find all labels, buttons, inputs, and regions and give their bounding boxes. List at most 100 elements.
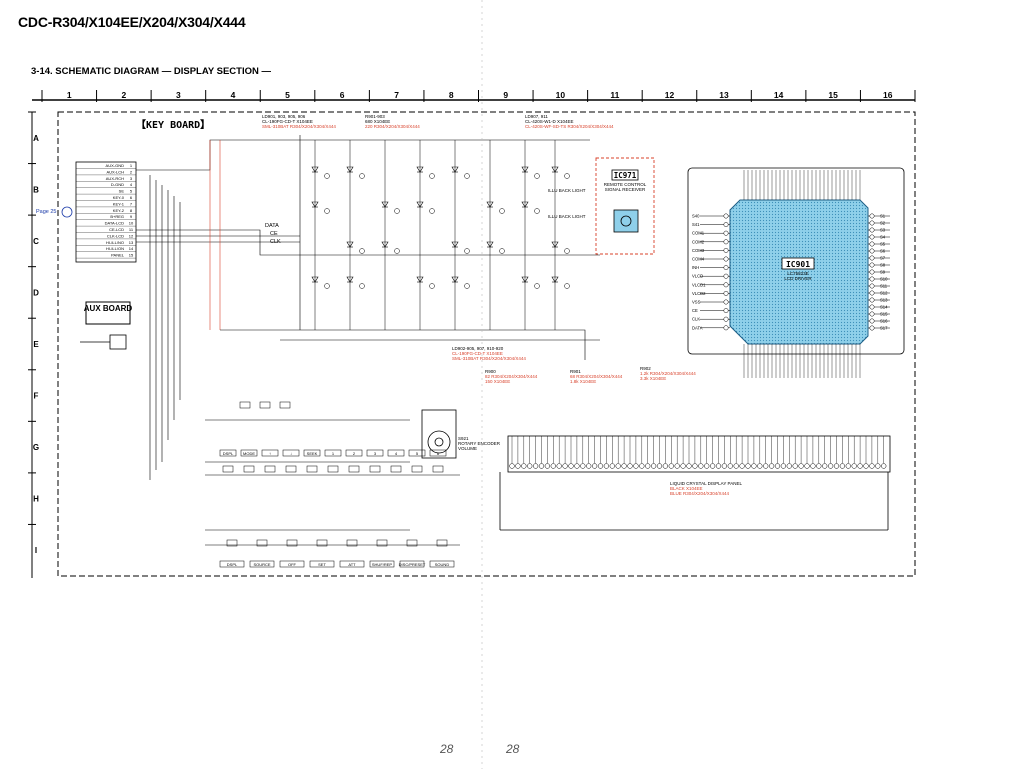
lcd-desc-2: BLACK X104EE — [670, 486, 703, 491]
key-label-i: SOURCE — [253, 562, 270, 567]
rotary-encoder: S921 ROTARY ENCODER VOLUME — [421, 409, 501, 459]
ic901-right-pin: S12 — [880, 291, 888, 296]
column-label: 15 — [828, 90, 838, 100]
key-label-g: 3 — [374, 451, 377, 456]
connector-pin-number: 13 — [129, 240, 134, 245]
led-diode — [416, 201, 424, 208]
key-board-label: 【KEY BOARD】 — [136, 118, 210, 131]
key-label-box-g — [324, 449, 342, 457]
ic901-left-pin: COM2 — [692, 239, 705, 244]
ic901-left-pin: CE — [692, 308, 698, 313]
connector-pin-label: D-GND — [111, 182, 124, 187]
column-label: 14 — [774, 90, 784, 100]
ic901-left-pin: DATA — [692, 325, 703, 330]
led-diode — [311, 201, 319, 208]
ic901-right-pin: S13 — [880, 298, 888, 303]
ic901-desc-1: LC75823E — [787, 271, 808, 276]
connector-pin-number: 3 — [130, 176, 133, 181]
row-label: H — [33, 495, 39, 504]
ic901-right-pin: S3 — [880, 228, 886, 233]
column-label: 3 — [176, 90, 181, 100]
connector-pin-label: AUX-LCH — [106, 169, 124, 174]
ic901-left-pin: VLCD — [692, 274, 703, 279]
key-label-i: SET — [318, 562, 326, 567]
lcd-panel: LIQUID CRYSTAL DISPLAY PANEL BLACK X104E… — [499, 435, 891, 531]
connector-pin-label: SE — [119, 189, 125, 194]
column-label: 12 — [665, 90, 675, 100]
ic901-left-pin: VSS — [692, 300, 701, 305]
key-label-box-g — [429, 449, 447, 457]
key-label-i: DSPL — [227, 562, 238, 567]
led-diode — [451, 276, 459, 283]
connector-pin-label: AUX-RCH — [106, 176, 124, 181]
led-diode — [381, 201, 389, 208]
ce-signal-label: CE — [270, 231, 278, 237]
key-label-i: OFF — [288, 562, 297, 567]
row-label: G — [33, 443, 39, 452]
connector-pin-label: PANEL — [111, 253, 125, 258]
key-label-box-g — [219, 449, 237, 457]
ic901-left-pin: COM4 — [692, 257, 705, 262]
bus-lines — [136, 135, 600, 480]
row-label: F — [34, 392, 39, 401]
page-number-right: 28 — [506, 742, 520, 756]
key-label-box-i — [399, 560, 425, 568]
connector-pin-number: 6 — [130, 195, 133, 200]
led-diode — [311, 166, 319, 173]
led-diode — [416, 166, 424, 173]
key-label-box-i — [369, 560, 395, 568]
key-label-g: ↓ — [290, 451, 292, 456]
key-label-i: SOUND — [435, 562, 450, 567]
ic901-right-pin: S8 — [880, 263, 886, 268]
connector-pin-number: 9 — [130, 214, 133, 219]
connector-pin-label: DATA-LCD — [105, 221, 125, 226]
connector-pin-number: 15 — [129, 253, 134, 258]
key-label-box-g — [303, 449, 321, 457]
key-label-box-g — [282, 449, 300, 457]
ic901-lcd-driver: IC901 LC75823E LCD DRIVER S40S41COM1COM2… — [687, 167, 905, 378]
key-label-box-g — [240, 449, 258, 457]
key-label-g: DSPL — [223, 451, 234, 456]
ic901-right-pin: S10 — [880, 277, 888, 282]
column-label: 1 — [67, 90, 72, 100]
connector-pin-number: 10 — [129, 221, 134, 226]
led-diode — [311, 276, 319, 283]
ic901-right-pin: S17 — [880, 326, 888, 331]
key-label-g: SEEK — [307, 451, 318, 456]
column-label: 6 — [340, 90, 345, 100]
led-diode — [521, 276, 529, 283]
connector-pin-number: 5 — [130, 189, 133, 194]
row-label: I — [35, 546, 37, 555]
rotary-ref: S921 — [458, 436, 469, 441]
key-label-g: 4 — [395, 451, 398, 456]
key-label-box-i — [309, 560, 335, 568]
led-diode — [416, 276, 424, 283]
ic901-left-pin: VLCD2 — [692, 291, 706, 296]
connector-pin-number: 7 — [130, 201, 133, 206]
led-array — [311, 140, 570, 330]
column-label: 4 — [231, 90, 236, 100]
page-number-left: 28 — [440, 742, 454, 756]
led-diode — [521, 166, 529, 173]
key-label-box-g — [408, 449, 426, 457]
row-label: E — [33, 340, 39, 349]
key-label-box-g — [366, 449, 384, 457]
schematic-frame — [57, 111, 916, 577]
led-diode — [551, 166, 559, 173]
column-label: 13 — [719, 90, 729, 100]
aux-board-block: AUX BOARD — [80, 301, 132, 350]
led-diode — [451, 241, 459, 248]
ic901-left-pin: COM3 — [692, 248, 705, 253]
ic901-right-pin: S1 — [880, 214, 886, 219]
ic901-left-pin: COM1 — [692, 231, 705, 236]
key-label-box-g — [345, 449, 363, 457]
ic901-right-pin: S11 — [880, 284, 888, 289]
column-label: 2 — [121, 90, 126, 100]
